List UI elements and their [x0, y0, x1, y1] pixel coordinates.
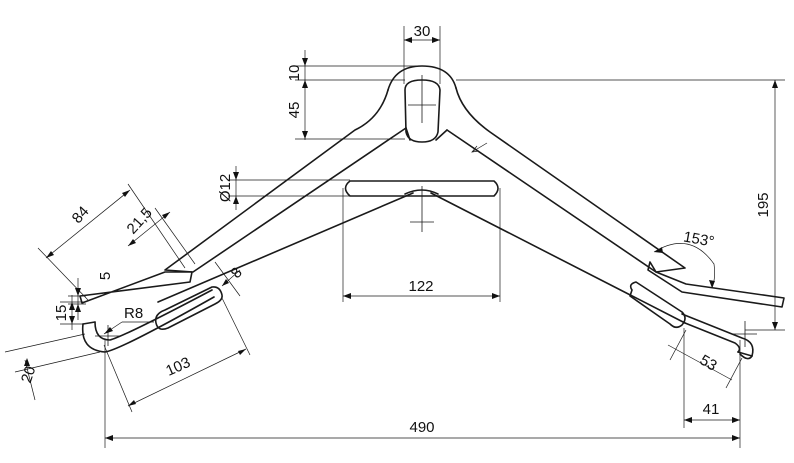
dim-total-height: 195: [755, 192, 772, 217]
dim-arm-step: 21,5: [124, 204, 156, 237]
dim-hook-top-offset: 10: [286, 65, 303, 82]
hanger-outline: [79, 65, 785, 360]
dim-right-tip-width: 41: [703, 401, 720, 418]
dimension-labels: 30 10 45 195 Ø12 122 84 21,5 5 15 R8 8 1…: [18, 23, 772, 436]
left-hook-tip: [81, 289, 215, 353]
middle-bar: [344, 180, 499, 197]
dim-slot-length: 103: [163, 354, 193, 380]
dim-angle: 153°: [682, 229, 716, 251]
center-marks: [95, 75, 757, 347]
dim-bar-length: 122: [408, 278, 433, 295]
dim-tip-height: 15: [53, 305, 70, 322]
right-arm-paddle: [647, 261, 785, 308]
right-hook-tip: [681, 313, 754, 360]
hook-slot: [404, 79, 441, 143]
dimension-lines: [4, 26, 785, 448]
hook-neck: [405, 127, 448, 141]
dim-arm-thickness: 5: [97, 272, 114, 280]
dim-right-tip-length: 53: [697, 352, 720, 375]
dim-tip-offset: 20: [18, 364, 39, 385]
dim-slot-width: 8: [228, 264, 246, 282]
outer-right-edge: [446, 87, 686, 273]
left-slot: [154, 286, 223, 330]
dim-hook-width: 30: [414, 23, 431, 40]
dim-tip-radius: R8: [124, 305, 143, 322]
dim-bar-diameter: Ø12: [217, 174, 234, 202]
outer-left-edge: [164, 89, 407, 273]
right-slot: [629, 281, 686, 329]
inner-left-edge: [157, 192, 414, 303]
dim-total-width: 490: [409, 419, 434, 436]
inner-right-edge: [430, 192, 686, 324]
hook-top: [387, 65, 457, 91]
dim-hook-depth: 45: [286, 102, 303, 119]
left-hook-end: [82, 321, 96, 325]
